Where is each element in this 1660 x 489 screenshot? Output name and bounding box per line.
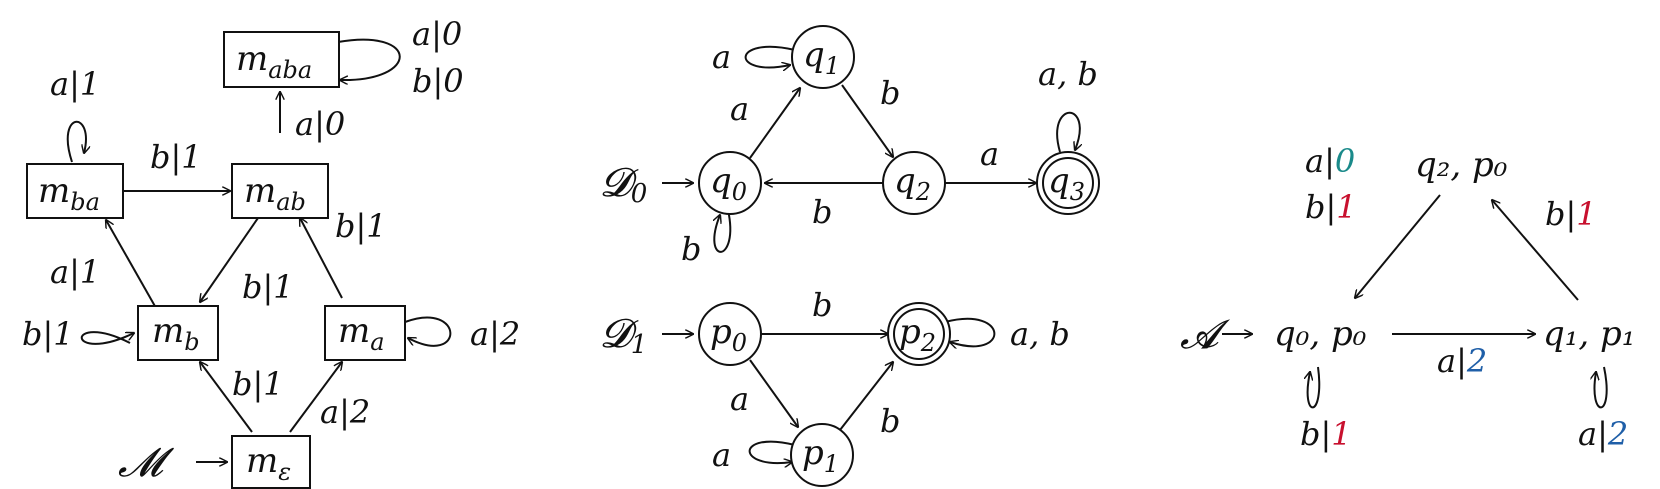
- label-p0-to-p2: b: [812, 286, 832, 324]
- label-eps-to-b: b|1: [232, 365, 284, 403]
- edge-p2-loop: [944, 317, 996, 347]
- dfa-d1: p0 p2 p1 𝓓1 b a, b a b a: [600, 286, 1070, 487]
- label-q0-to-q1: a: [730, 90, 749, 128]
- label-right-loop: a|2: [1578, 415, 1628, 453]
- state-p1: [790, 423, 854, 487]
- state-q1-label: q1: [803, 35, 840, 80]
- label-right-to-top: b|1: [1545, 195, 1597, 233]
- label-b-loop: b|1: [22, 315, 74, 353]
- state-p0: [698, 302, 762, 366]
- label-eps-to-a: a|2: [320, 393, 370, 431]
- state-m-b: [137, 305, 219, 361]
- state-m-ab: [231, 163, 329, 219]
- label-q2-to-q0: b: [812, 193, 832, 231]
- state-p2-inner: [893, 308, 945, 360]
- state-m-ba-label: mba: [38, 171, 100, 216]
- edge-ba-loop: [66, 120, 86, 163]
- label-top-a: a|0: [1305, 142, 1355, 180]
- label-b-to-ba: a|1: [50, 253, 100, 291]
- state-q2-label: q2: [894, 161, 931, 206]
- state-p1-label: p1: [802, 433, 839, 478]
- machine-m-name: 𝓜: [118, 440, 175, 486]
- dfa-d0-name: 𝓓0: [600, 160, 647, 209]
- state-m-aba: [223, 31, 340, 88]
- label-top-b: b|1: [1305, 188, 1357, 226]
- edge-right-to-top: [1492, 200, 1579, 301]
- edge-q1-to-q2: [841, 84, 893, 157]
- edge-q0-to-q1: [749, 88, 800, 159]
- edge-p1-to-p2: [839, 362, 893, 431]
- state-p2-label: p2: [899, 312, 936, 357]
- state-m-ab-label: mab: [244, 171, 306, 216]
- label-ba-to-ab: b|1: [150, 138, 202, 176]
- label-ab-to-b: b|1: [242, 268, 294, 306]
- state-m-ba: [26, 163, 124, 219]
- dfa-d1-name: 𝓓1: [600, 311, 647, 360]
- state-m-aba-label: maba: [236, 39, 312, 84]
- label-a-to-ab: b|1: [335, 207, 387, 245]
- edge-eps-to-b: [200, 362, 253, 433]
- edge-a-loop: [404, 316, 452, 347]
- label-q2-to-q3: a: [980, 135, 999, 173]
- label-aba-loop-b: b|0: [412, 62, 464, 100]
- edge-p0-to-p1: [749, 359, 798, 427]
- state-q0-label: q0: [710, 161, 747, 206]
- edge-a-to-ab: [300, 218, 343, 299]
- state-m-eps: [231, 435, 311, 489]
- dfa-d0: q1 q0 q2 q3 𝓓0 a a b a, b a b b: [600, 25, 1100, 268]
- label-q3-loop: a, b: [1038, 55, 1098, 93]
- edge-q1-loop: [744, 45, 796, 68]
- state-left: q₀, p₀: [1274, 314, 1367, 354]
- label-q1-loop: a: [712, 38, 731, 76]
- label-ab-to-aba: a|0: [295, 105, 345, 143]
- label-left-to-right: a|2: [1437, 342, 1487, 380]
- label-p2-loop: a, b: [1010, 315, 1070, 353]
- label-q1-to-q2: b: [880, 74, 900, 112]
- edge-top-to-left: [1355, 194, 1441, 298]
- label-q0-loop: b: [681, 230, 701, 268]
- state-m-eps-label: mε: [246, 441, 291, 486]
- state-q3-inner: [1042, 157, 1094, 209]
- label-p1-loop: a: [712, 436, 731, 474]
- edge-eps-to-a: [289, 362, 342, 433]
- state-m-a: [324, 305, 406, 361]
- edge-p1-loop: [748, 440, 796, 463]
- state-top: q₂, p₀: [1415, 145, 1508, 185]
- state-m-b-label: mb: [152, 311, 200, 356]
- label-a-loop: a|2: [470, 315, 520, 353]
- state-q1: [791, 25, 855, 89]
- machine-m: maba mba mab mb ma mε 𝓜 a|0 b|0 a|0 a|1 …: [22, 15, 520, 489]
- label-left-loop: b|1: [1300, 415, 1352, 453]
- edge-b-loop: [80, 331, 134, 345]
- label-p1-to-p2: b: [880, 402, 900, 440]
- edge-right-loop: [1594, 366, 1608, 409]
- label-aba-loop-a: a|0: [412, 15, 462, 53]
- state-right: q₁, p₁: [1543, 314, 1635, 354]
- edge-left-loop: [1308, 366, 1321, 409]
- product-a: q₂, p₀ q₀, p₀ q₁, p₁ 𝓐 a|0 b|1 b|1 a|2 b…: [1180, 142, 1635, 453]
- state-q2: [882, 151, 946, 215]
- state-m-a-label: ma: [338, 311, 385, 356]
- edge-q0-loop: [714, 209, 732, 253]
- state-p0-label: p0: [710, 312, 747, 357]
- label-ba-loop: a|1: [50, 65, 100, 103]
- edge-aba-loop: [337, 38, 401, 80]
- edge-b-to-ba: [106, 220, 157, 309]
- state-q0: [698, 151, 762, 215]
- edge-ab-to-b: [200, 217, 259, 302]
- state-q3-label: q3: [1048, 161, 1085, 206]
- edge-q3-loop: [1056, 111, 1080, 152]
- label-p0-to-p1: a: [730, 380, 749, 418]
